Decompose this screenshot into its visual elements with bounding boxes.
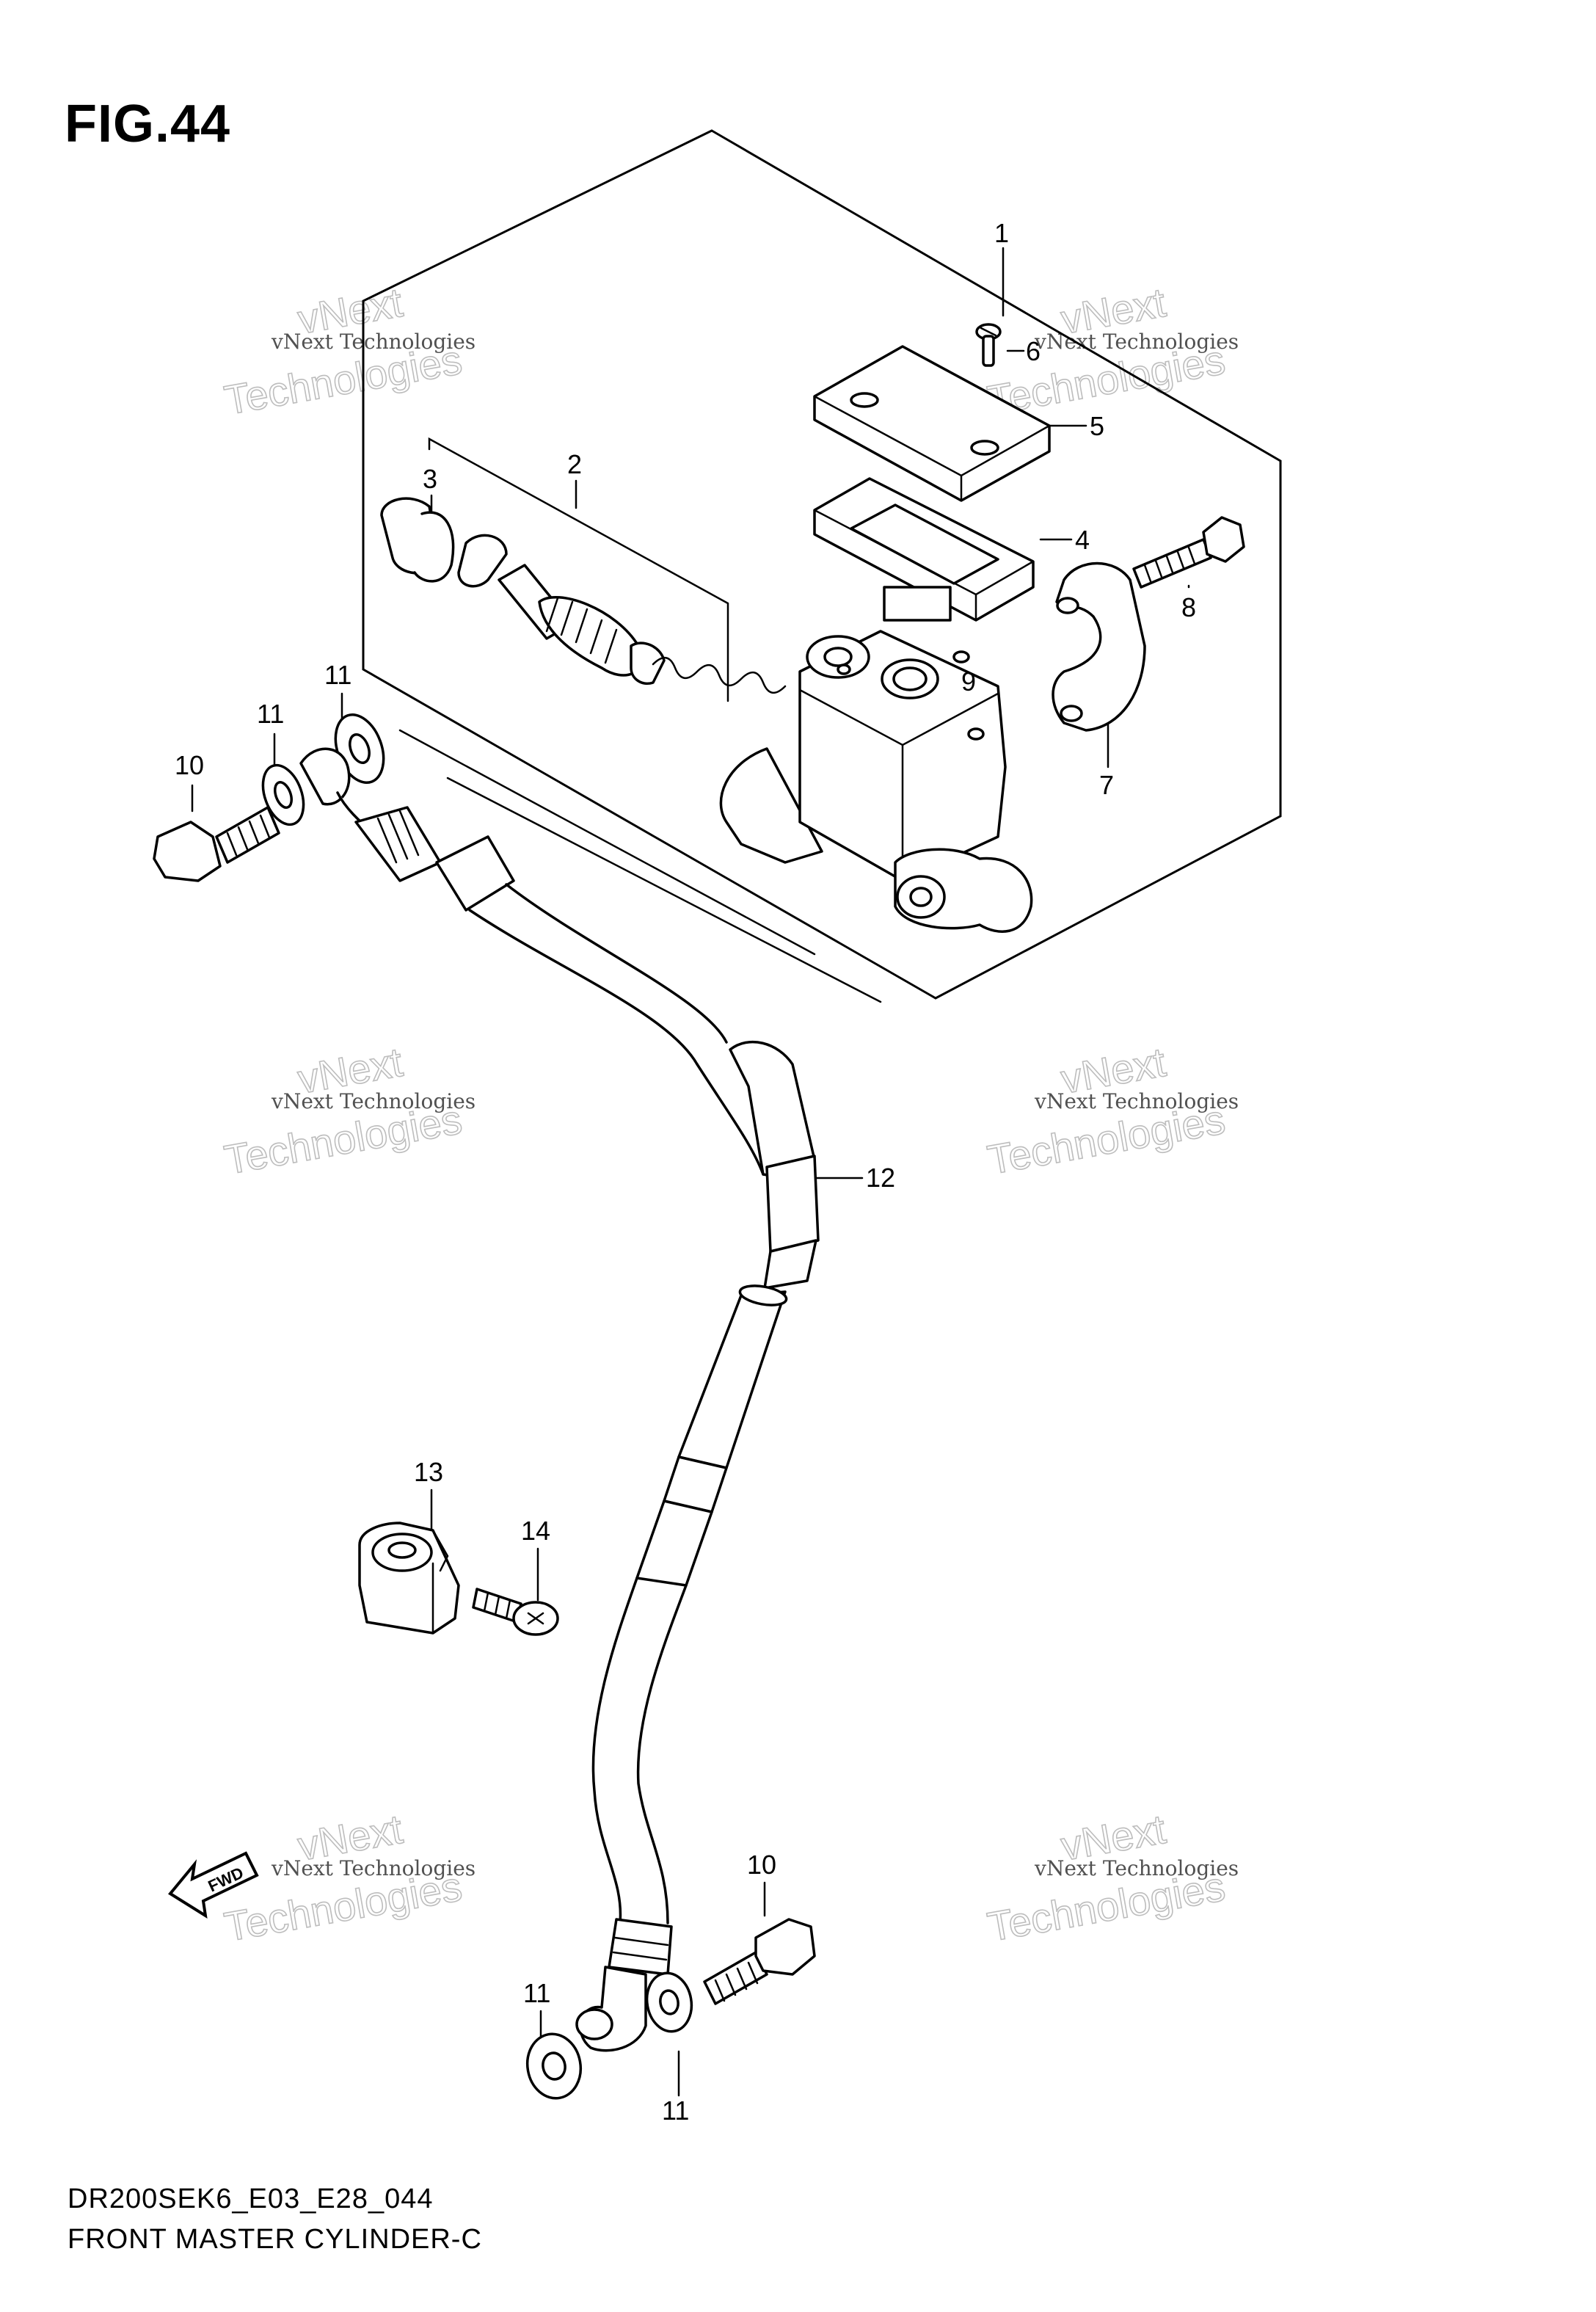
bolt-8 [1132, 516, 1245, 589]
reservoir-cap-5 [813, 345, 1051, 502]
callout-11: 11 [662, 2095, 689, 2126]
brake-hose-12 [299, 747, 820, 2052]
dust-boot-3 [380, 497, 455, 583]
handlebar-clamp-7 [1052, 561, 1146, 732]
banjo-bolt-10-bottom [703, 1918, 816, 2005]
watermark-text: vNext Technologies [271, 330, 475, 354]
diagram-title: FRONT MASTER CYLINDER-C [68, 2224, 482, 2255]
callout-7: 7 [1099, 770, 1114, 800]
screw-14 [472, 1588, 559, 1636]
watermark-text: vNext Technologies [271, 1856, 475, 1880]
washer-11-hole [274, 780, 293, 810]
watermark-text: vNext Technologies [271, 1089, 475, 1113]
callout-10: 10 [175, 750, 204, 780]
diaphragm-4 [813, 477, 1035, 622]
callout-12: 12 [866, 1163, 895, 1193]
alignment-lines [398, 729, 882, 1003]
master-cylinder-body [719, 630, 1033, 933]
leader-lines [191, 247, 1190, 2097]
callout-6: 6 [1026, 336, 1041, 366]
watermark-text: vNext Technologies [1034, 1089, 1239, 1113]
callout-13: 13 [414, 1457, 443, 1487]
callout-10: 10 [747, 1850, 776, 1880]
callout-2: 2 [567, 449, 582, 479]
subgroup-bracket [428, 437, 729, 702]
banjo-bolt-10-top [153, 806, 280, 882]
callout-3: 3 [423, 464, 437, 494]
washer-11-hole [659, 1989, 679, 2015]
callout-14: 14 [521, 1516, 550, 1546]
callout-5: 5 [1090, 411, 1104, 441]
callout-9: 9 [961, 666, 976, 697]
piston-assembly-2 [457, 534, 787, 694]
watermark-text: vNext Technologies [1034, 330, 1239, 354]
callout-1: 1 [994, 218, 1009, 248]
callout-11: 11 [324, 660, 351, 690]
callout-11: 11 [257, 699, 284, 729]
hose-clamp-13 [358, 1522, 460, 1635]
washer-11-hole [349, 733, 371, 764]
figure-title: FIG.44 [65, 95, 231, 153]
screw-6 [975, 323, 1002, 367]
washer-11-hole [542, 2051, 566, 2081]
model-code: DR200SEK6_E03_E28_044 [68, 2184, 434, 2214]
callout-8: 8 [1181, 592, 1196, 622]
callout-11: 11 [523, 1978, 550, 2008]
assembly-boundary [362, 129, 1282, 1000]
callout-labels: 1 2 3 4 5 6 7 8 9 10 11 11 12 13 14 10 1… [175, 218, 1196, 2126]
watermark-text: vNext Technologies [1034, 1856, 1239, 1880]
callout-4: 4 [1075, 525, 1090, 555]
